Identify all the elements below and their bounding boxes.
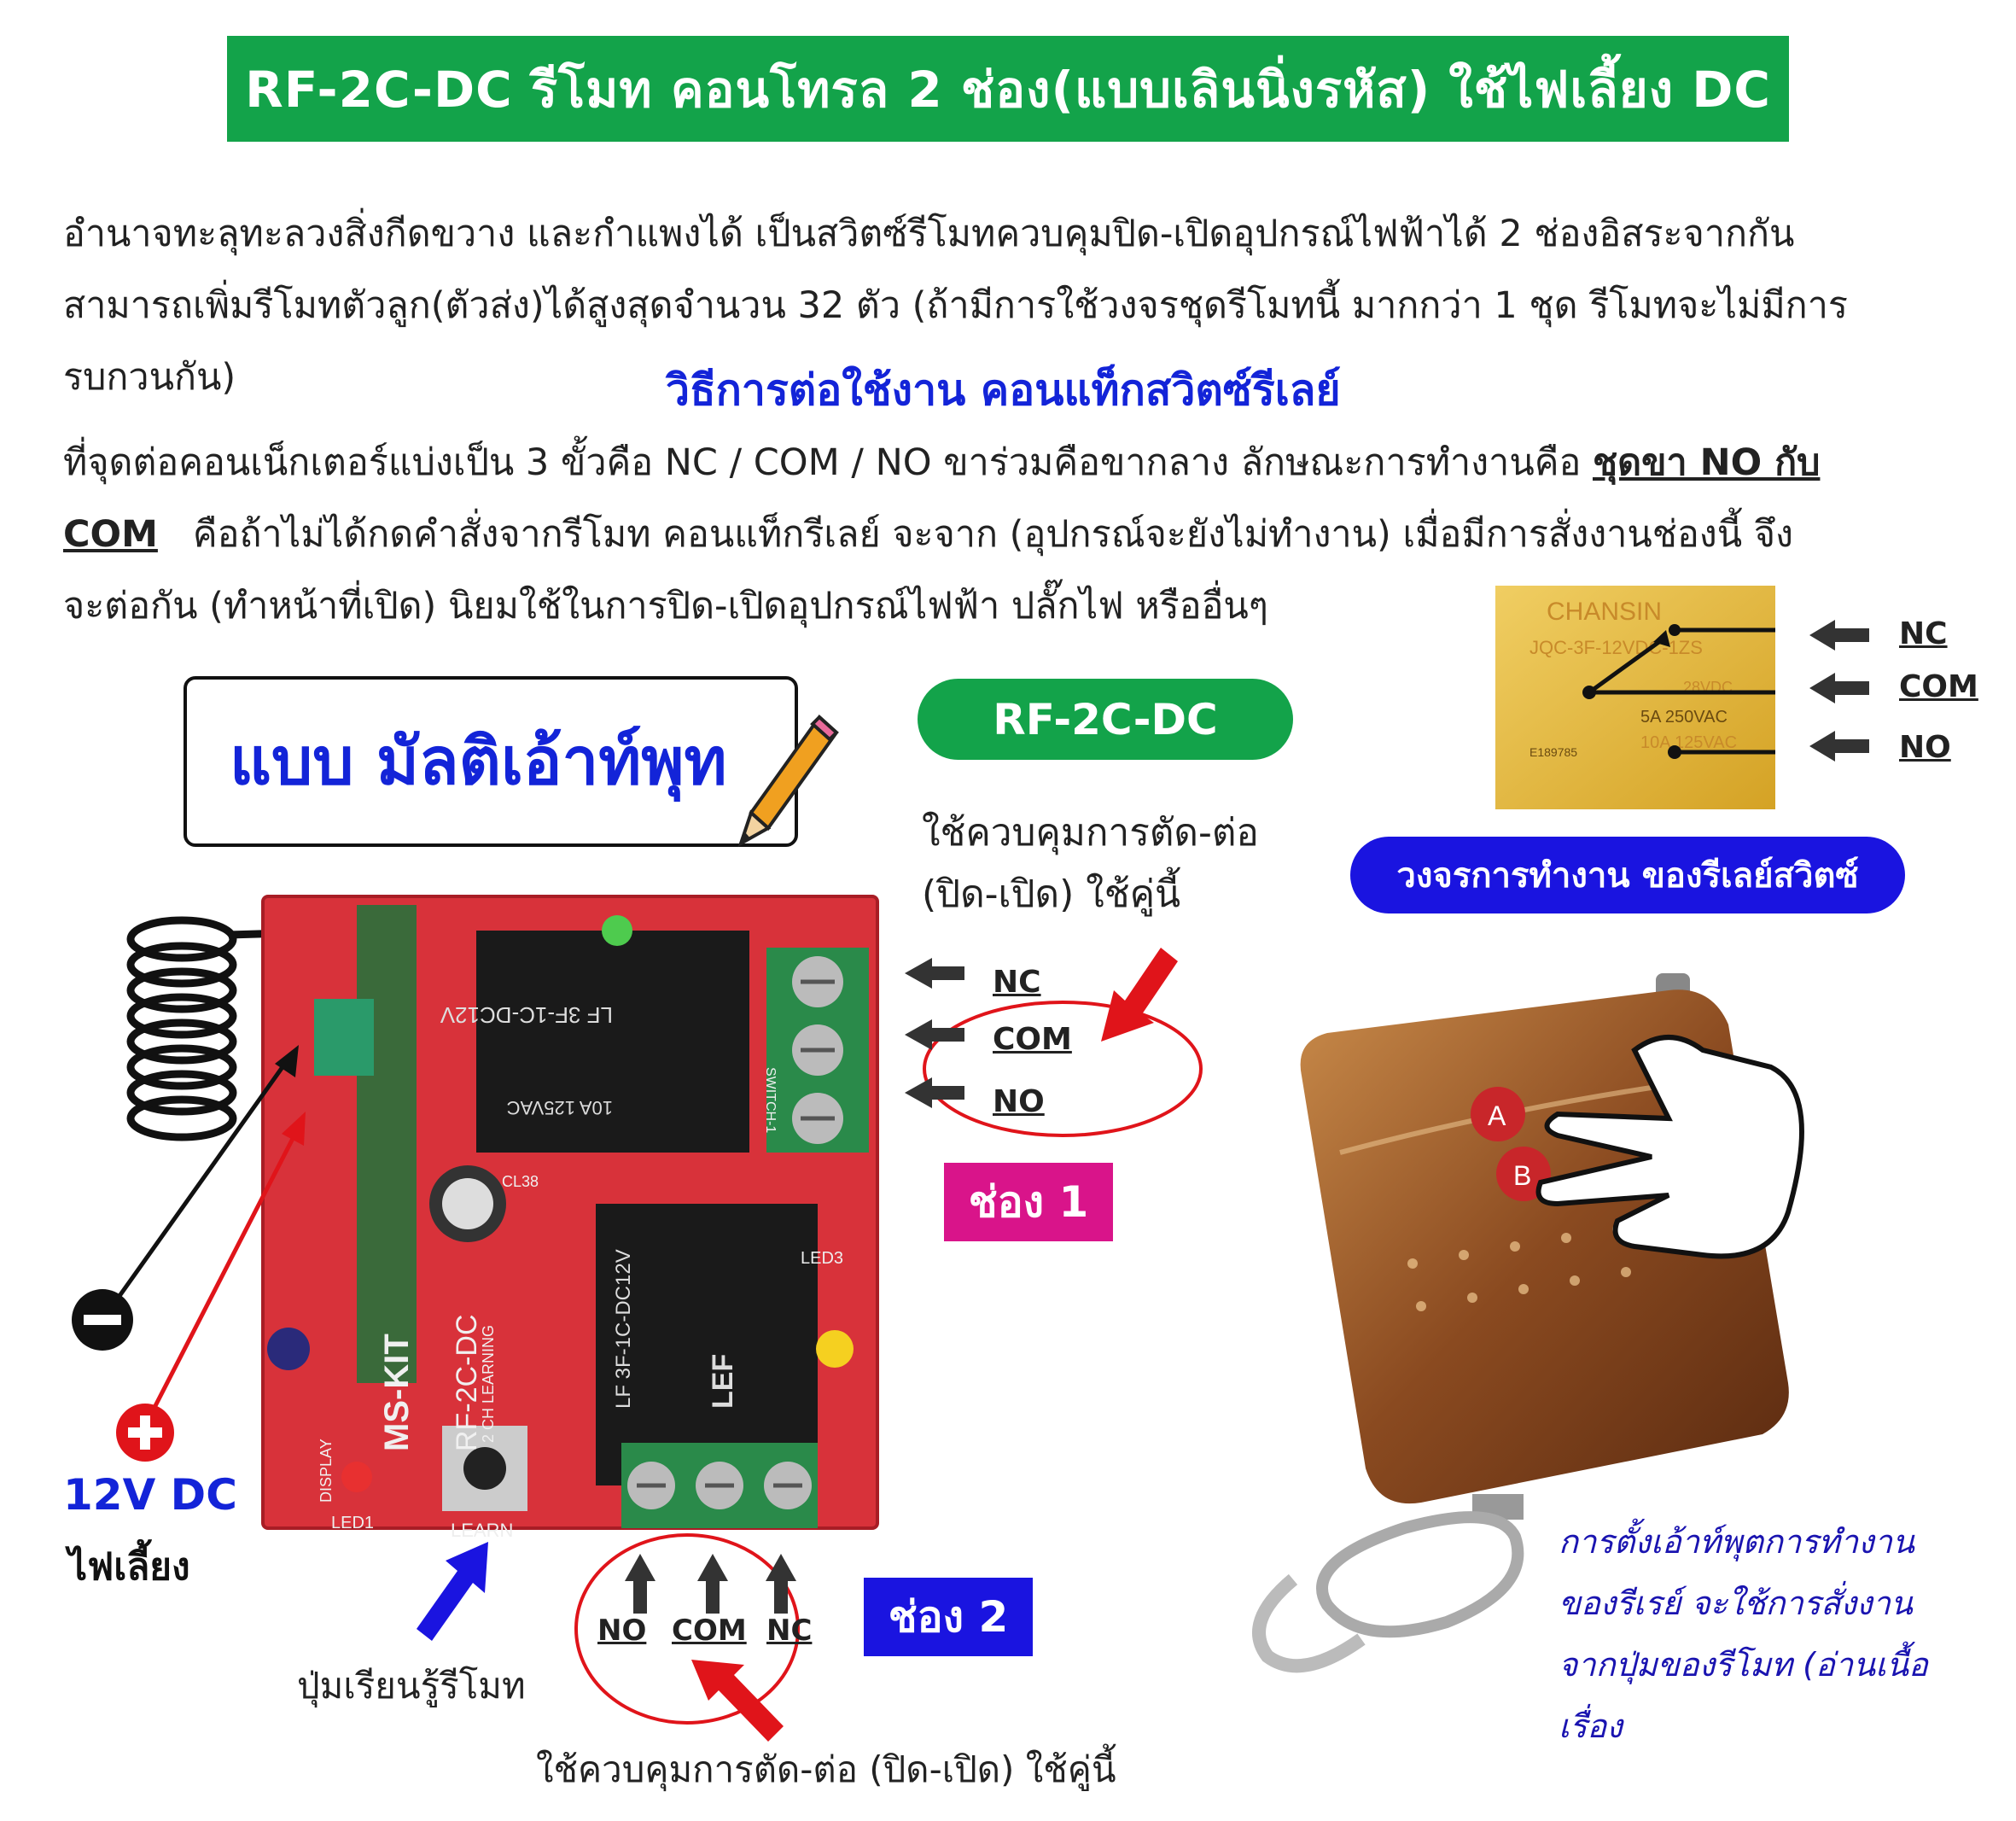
arrow-left-icon — [1809, 673, 1869, 703]
pcb-led1-label: LED1 — [331, 1514, 374, 1532]
pcb-relay2-model: LF 3F-1C-DC12V — [612, 1249, 635, 1409]
remote-note-line-2: ของรีเรย์ จะใช้การสั่งงาน — [1559, 1585, 1913, 1622]
intro-line-2: สามารถเพิ่มรีโมทตัวลูก(ตัวส่ง)ได้สูงสุดจ… — [63, 284, 1848, 327]
howto-line-2-emphasis: COM — [63, 513, 158, 556]
arrow-left-icon — [905, 958, 964, 989]
pencil-icon — [737, 715, 839, 848]
remote-note-line-1: การตั้งเอ้าท์พุตการทำงาน — [1559, 1523, 1914, 1561]
howto-line-2-text: คือถ้าไม่ได้กดคำสั่งจากรีโมท คอนแท็กรีเล… — [157, 513, 1794, 556]
relay-arrows — [1809, 620, 1869, 762]
page-title: RF-2C-DC รีโมท คอนโทรล 2 ช่อง(แบบเลินนิ่… — [245, 60, 1771, 119]
howto-paragraph: ที่จุดต่อคอนเน็กเตอร์แบ่งเป็น 3 ขั้วคือ … — [63, 427, 1966, 642]
ch2-no-label: NO — [597, 1614, 647, 1648]
pcb-learn-label: LEARN — [451, 1520, 513, 1541]
pcb-relay2-brand: LEF — [707, 1354, 739, 1409]
arrow-left-icon — [1809, 620, 1869, 651]
relay-caption: วงจรการทำงาน ของรีเลย์สวิตซ์ — [1350, 837, 1905, 913]
howto-line-2: COM คือถ้าไม่ได้กดคำสั่งจากรีโมท คอนแท็ก… — [63, 499, 1966, 570]
arrow-up-icon — [697, 1554, 728, 1614]
intro-line-3: รบกวนกัน) — [63, 356, 236, 399]
remote-button-b: B — [1513, 1160, 1531, 1191]
ch1-no-label: NO — [993, 1084, 1045, 1119]
relay-com-label: COM — [1899, 669, 1978, 704]
pcb-board-sub: 2 CH LEARNING — [480, 1325, 497, 1443]
ch2-com-label: COM — [672, 1614, 747, 1648]
arrow-up-icon — [625, 1554, 655, 1614]
channel-2-badge: ช่อง 2 — [864, 1578, 1033, 1656]
remote-photo: A B — [1252, 973, 1804, 1673]
howto-title: วิธีการต่อใช้งาน คอนแท็กสวิตซ์รีเลย์ — [666, 365, 1341, 415]
pcb-board-name: RF-2C-DC — [451, 1314, 483, 1451]
use-pair-top-line-1: ใช้ควบคุมการตัด-ต่อ — [922, 811, 1259, 855]
ch2-nc-label: NC — [766, 1614, 813, 1648]
howto-line-1-text: ที่จุดต่อคอนเน็กเตอร์แบ่งเป็น 3 ขั้วคือ … — [63, 441, 1593, 484]
ch1-highlight — [905, 948, 1203, 1137]
red-arrow-icon — [691, 1660, 784, 1742]
relay-rating-1: 5A 250VAC — [1640, 708, 1728, 727]
power-voltage: 12V DC — [63, 1470, 237, 1520]
howto-line-1-emphasis: ชุดขา NO กับ — [1592, 441, 1821, 484]
learn-button-label: ปุ่มเรียนรู้รีโมท — [297, 1665, 526, 1707]
howto-line-3: จะต่อกัน (ทำหน้าที่เปิด) นิยมใช้ในการปิด… — [63, 585, 1268, 627]
remote-button-a: A — [1488, 1100, 1506, 1131]
intro-line-1: อำนาจทะลุทะลวงสิ่งกีดขวาง และกำแพงได้ เป… — [63, 213, 1795, 255]
ch2-highlight — [574, 1533, 800, 1725]
power-label: ไฟเลี้ยง — [68, 1545, 190, 1589]
model-pill: RF-2C-DC — [918, 679, 1293, 760]
use-pair-top-line-2: (ปิด-เปิด) ใช้คู่นี้ — [922, 873, 1181, 916]
pcb-photo: 10A 125VAC LF 3F-1C-DC12V LF 3F-1C-DC12V… — [126, 895, 879, 1541]
use-pair-bottom-note: ใช้ควบคุมการตัด-ต่อ (ปิด-เปิด) ใช้คู่นี้ — [536, 1748, 1116, 1790]
relay-nc-label: NC — [1899, 616, 1948, 651]
minus-icon — [72, 1289, 133, 1351]
pcb-relay1-model: LF 3F-1C-DC12V — [440, 1002, 613, 1028]
remote-note-line-4: เรื่อง — [1559, 1707, 1623, 1745]
ch1-com-label: COM — [993, 1022, 1072, 1057]
pcb-ic-label: CL38 — [502, 1173, 539, 1190]
use-pair-top-note: ใช้ควบคุมการตัด-ต่อ (ปิด-เปิด) ใช้คู่นี้ — [922, 803, 1259, 925]
red-arrow-icon — [1101, 948, 1178, 1042]
pcb-led3-label: LED3 — [801, 1249, 843, 1268]
pcb-display-label: DISPLAY — [318, 1439, 335, 1503]
ch1-nc-label: NC — [993, 965, 1041, 1000]
arrow-left-icon — [1809, 731, 1869, 762]
blue-arrow-icon — [417, 1542, 488, 1641]
remote-note-line-3: จากปุ่มของรีโมท (อ่านเนื้อ — [1559, 1646, 1928, 1684]
multi-output-sign: แบบ มัลติเอ้าท์พุท — [184, 676, 798, 847]
pcb-relay1-rating-a: 10A 125VAC — [507, 1097, 613, 1118]
antenna-coil — [126, 916, 375, 1141]
arrow-left-icon — [905, 1077, 964, 1108]
relay-photo: CHANSIN JQC-3F-12VDC-1ZS 28VDC 5A 250VAC… — [1495, 586, 1775, 809]
relay-code: E189785 — [1529, 745, 1577, 759]
pcb-switch-label: SWITCH-1 — [763, 1067, 778, 1133]
plus-icon — [116, 1404, 174, 1462]
arrow-left-icon — [905, 1019, 964, 1050]
pcb-kit-label: MS-KIT — [378, 1334, 416, 1451]
title-banner: RF-2C-DC รีโมท คอนโทรล 2 ช่อง(แบบเลินนิ่… — [227, 36, 1789, 142]
relay-no-label: NO — [1899, 730, 1951, 765]
howto-line-1: ที่จุดต่อคอนเน็กเตอร์แบ่งเป็น 3 ขั้วคือ … — [63, 427, 1966, 499]
relay-model: JQC-3F-12VDC-1ZS — [1529, 637, 1703, 658]
remote-note: การตั้งเอ้าท์พุตการทำงาน ของรีเรย์ จะใช้… — [1559, 1511, 1985, 1757]
intro-paragraph: อำนาจทะลุทะลวงสิ่งกีดขวาง และกำแพงได้ เป… — [63, 198, 1966, 413]
relay-brand: CHANSIN — [1547, 598, 1662, 626]
arrow-up-icon — [766, 1554, 796, 1614]
relay-rating-2: 10A 125VAC — [1640, 733, 1737, 752]
power-wires — [72, 1045, 306, 1462]
multi-output-label: แบบ มัลติเอ้าท์พุท — [230, 723, 727, 799]
channel-1-badge: ช่อง 1 — [944, 1163, 1113, 1241]
